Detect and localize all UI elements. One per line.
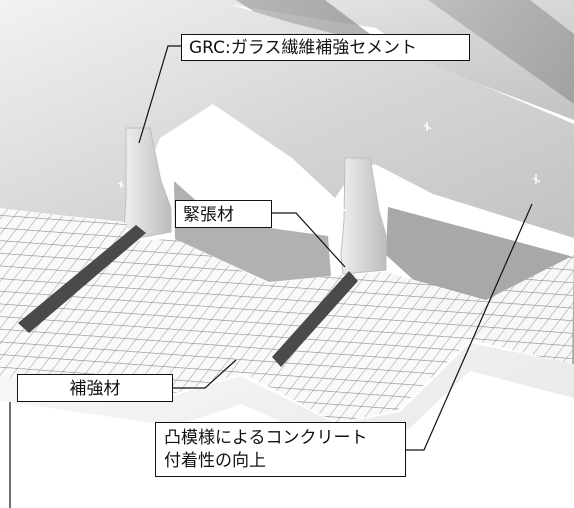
reinforcement-mesh [0,206,574,446]
label-grc: GRC:ガラス繊維補強セメント [181,34,470,61]
rib-left [123,127,172,239]
tension-rod-right [272,271,358,367]
panel-shadow-face [174,181,331,282]
label-tension-material: 緊張材 [175,200,272,228]
surface-cross-marks [117,122,541,213]
leader-tension [271,212,346,268]
label-reinforcement: 補強材 [17,374,173,402]
leader-grc [138,45,184,144]
label-convex-pattern-line2: 付着性の向上 [164,450,266,471]
rib-right [340,157,387,275]
leader-concave-pattern [405,203,533,451]
panel-top-surface [0,0,574,120]
panel-back-band-3 [428,0,574,104]
label-convex-pattern-line1: 凸模様によるコンクリート [164,428,368,448]
mesh-grid [0,208,574,423]
label-convex-pattern: 凸模様によるコンクリート 付着性の向上 [155,422,406,477]
tension-rod-left [18,225,146,333]
leader-reinforcement [172,359,237,389]
